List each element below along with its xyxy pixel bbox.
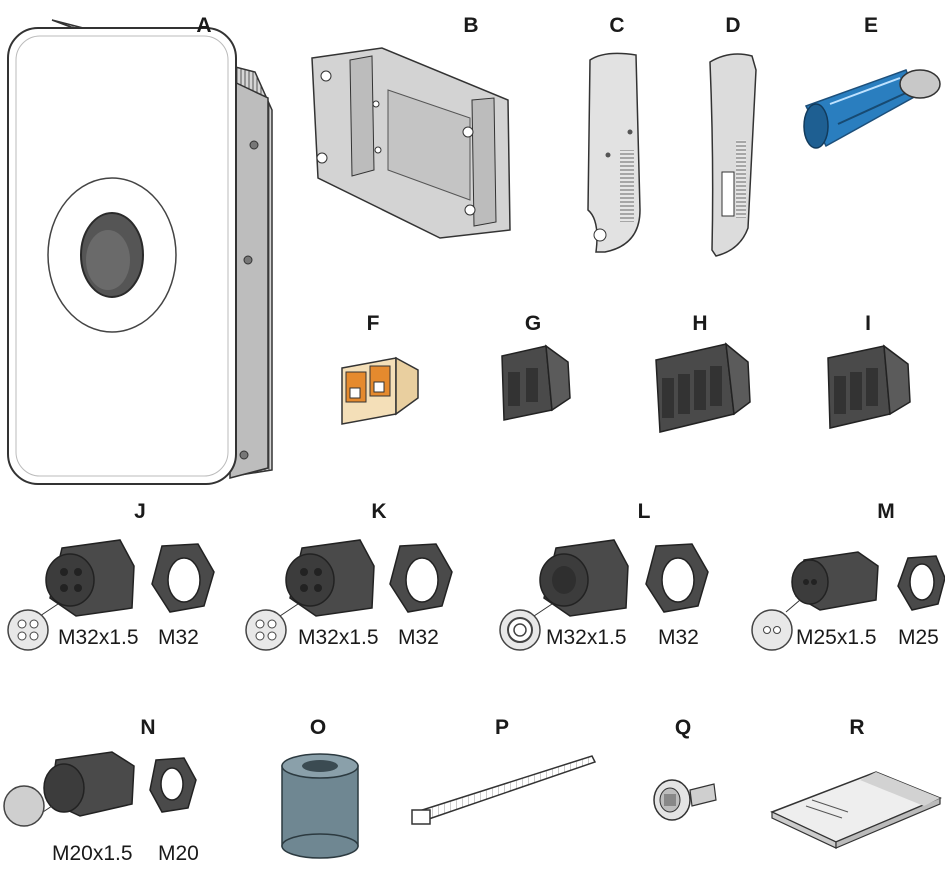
label-d: D [725,14,741,37]
ferrite-core [281,753,359,859]
label-a: A [196,14,212,37]
cable-tie [411,755,597,825]
gland-size-m: M25x1.5 [796,626,877,649]
blue-tool [803,69,941,149]
label-h: H [692,312,708,335]
cable-gland-k [245,539,453,651]
nut-size-m: M25 [898,626,939,649]
nut-size-j: M32 [158,626,199,649]
cable-gland-m [751,551,945,651]
side-cover-left [587,52,641,253]
label-e: E [863,14,879,37]
cable-gland-l [499,539,709,651]
gland-size-k: M32x1.5 [298,626,379,649]
label-c: C [609,14,625,37]
label-j: J [134,500,146,523]
gland-size-j: M32x1.5 [58,626,139,649]
connector-4-pin [655,342,751,433]
gland-size-l: M32x1.5 [546,626,627,649]
cable-gland-n [3,751,197,827]
label-l: L [637,500,651,523]
cable-gland-j [7,539,215,651]
label-n: N [140,716,156,739]
label-g: G [524,312,542,335]
nut-size-l: M32 [658,626,699,649]
label-f: F [366,312,380,335]
nut-size-k: M32 [398,626,439,649]
connector-2-pin [501,344,571,421]
wall-mounting-bracket [311,47,511,239]
nut-size-n: M20 [158,842,199,865]
connector-3-pin [827,344,911,429]
label-p: P [494,716,510,739]
label-b: B [463,14,479,37]
inverter-housing [7,19,273,485]
gland-size-n: M20x1.5 [52,842,133,865]
label-m: M [877,500,895,523]
label-k: K [371,500,387,523]
orange-terminal-block [341,356,419,425]
screw [653,779,717,821]
side-cover-right [709,53,757,257]
label-o: O [309,716,327,739]
label-i: I [865,312,871,335]
label-r: R [849,716,865,739]
label-q: Q [674,716,692,739]
documentation-booklet [770,771,942,849]
